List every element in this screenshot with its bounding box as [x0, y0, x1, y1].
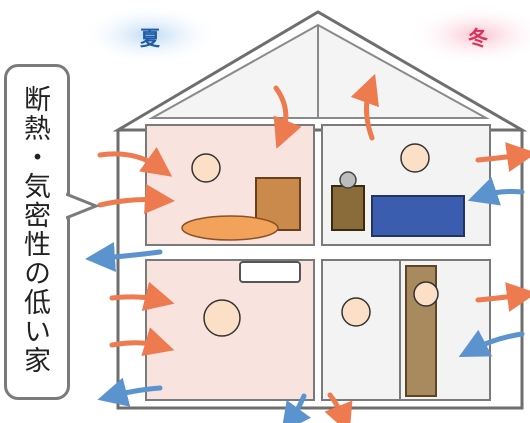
vertical-caption-box: 断熱・気密性の低い家 [4, 64, 70, 400]
warm-arrow-1 [97, 147, 173, 177]
kotatsu-table [371, 195, 465, 237]
warm-arrow-floor-winter [324, 392, 353, 423]
vertical-caption-text: 断熱・気密性の低い家 [19, 85, 50, 375]
kettle-icon [339, 171, 357, 189]
cool-arrow-1 [85, 242, 163, 272]
caption-pointer [66, 192, 100, 220]
warm-air-arrows [97, 73, 530, 423]
warm-arrow-roof-summer [273, 85, 302, 149]
cool-arrow-2 [97, 377, 163, 407]
warm-arrow-2 [97, 184, 175, 214]
winter-glow [408, 5, 530, 65]
summer-glow [80, 5, 220, 65]
summer-label: 夏 [140, 26, 160, 50]
sleeping-boy-head [191, 153, 221, 183]
cold-man-head [400, 143, 430, 173]
warm-arrow-4 [109, 327, 175, 357]
winter-label: 冬 [468, 26, 488, 50]
shivering-boy-head [341, 297, 371, 327]
cool-arrow-floor-summer [281, 393, 311, 423]
cool-air-arrows [85, 177, 525, 423]
hot-boy-head [203, 299, 241, 337]
warm-arrow-roof-winter [350, 73, 379, 141]
stove [331, 185, 365, 231]
warm-arrow-5 [475, 142, 530, 172]
warm-arrow-6 [475, 282, 530, 312]
sleeping-boy-blanket [181, 215, 279, 241]
air-conditioner [239, 261, 301, 283]
warm-arrow-3 [109, 281, 175, 311]
cool-arrow-3 [467, 177, 525, 206]
cold-woman-head [413, 281, 439, 307]
cool-arrow-4 [458, 329, 525, 357]
